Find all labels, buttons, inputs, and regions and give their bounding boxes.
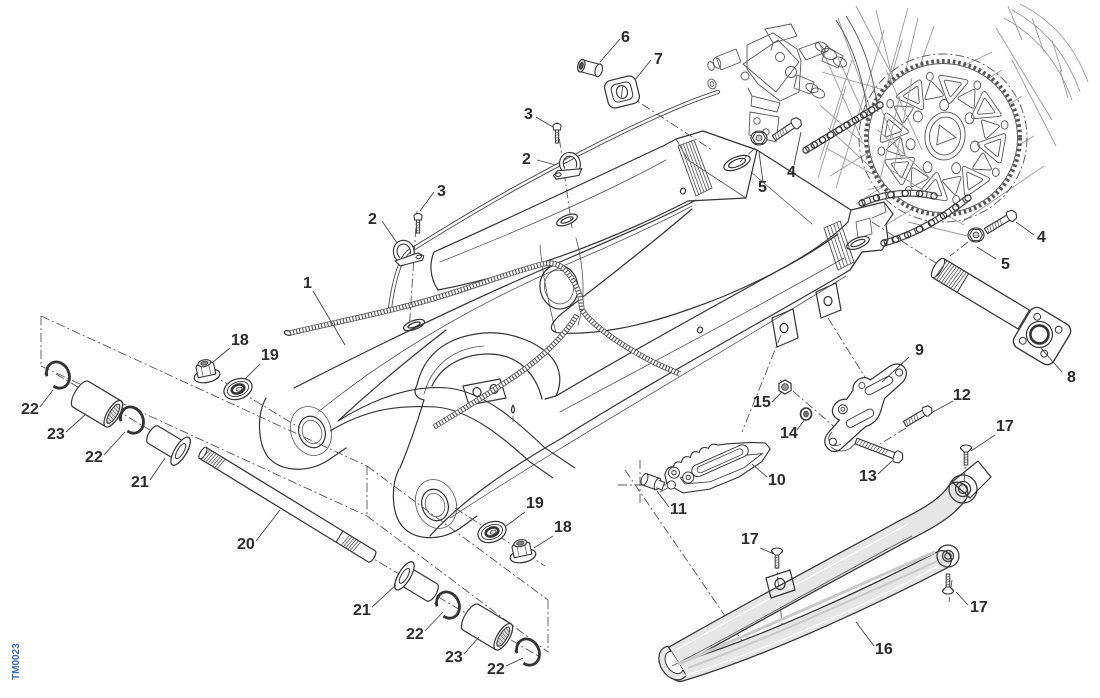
- svg-text:22: 22: [21, 401, 39, 418]
- svg-text:17: 17: [741, 531, 759, 548]
- svg-text:11: 11: [670, 501, 687, 518]
- svg-text:19: 19: [526, 495, 544, 512]
- svg-text:2: 2: [522, 151, 531, 168]
- svg-text:2: 2: [368, 211, 377, 228]
- svg-text:18: 18: [231, 332, 249, 349]
- svg-text:5: 5: [758, 179, 767, 196]
- svg-text:3: 3: [437, 183, 446, 200]
- svg-text:13: 13: [859, 468, 877, 485]
- svg-text:TM0023: TM0023: [11, 643, 22, 680]
- svg-text:17: 17: [996, 418, 1014, 435]
- svg-text:22: 22: [487, 661, 505, 678]
- svg-text:16: 16: [875, 641, 893, 658]
- svg-text:23: 23: [445, 649, 463, 666]
- svg-text:21: 21: [353, 602, 371, 619]
- svg-text:8: 8: [1067, 369, 1076, 386]
- svg-text:4: 4: [1037, 229, 1046, 246]
- svg-text:23: 23: [47, 426, 65, 443]
- svg-text:9: 9: [915, 342, 924, 359]
- svg-text:18: 18: [554, 519, 572, 536]
- svg-text:7: 7: [654, 51, 663, 68]
- svg-text:14: 14: [780, 425, 798, 442]
- svg-text:21: 21: [131, 474, 149, 491]
- svg-text:19: 19: [261, 347, 279, 364]
- svg-text:17: 17: [970, 599, 988, 616]
- svg-text:6: 6: [621, 29, 630, 46]
- svg-text:10: 10: [768, 472, 786, 489]
- svg-text:22: 22: [406, 626, 424, 643]
- svg-text:15: 15: [753, 394, 771, 411]
- svg-text:4: 4: [787, 164, 796, 181]
- svg-text:5: 5: [1001, 256, 1010, 273]
- svg-text:12: 12: [953, 387, 971, 404]
- svg-text:3: 3: [524, 106, 533, 123]
- svg-text:20: 20: [237, 536, 255, 553]
- svg-text:22: 22: [85, 449, 103, 466]
- svg-text:1: 1: [303, 275, 312, 292]
